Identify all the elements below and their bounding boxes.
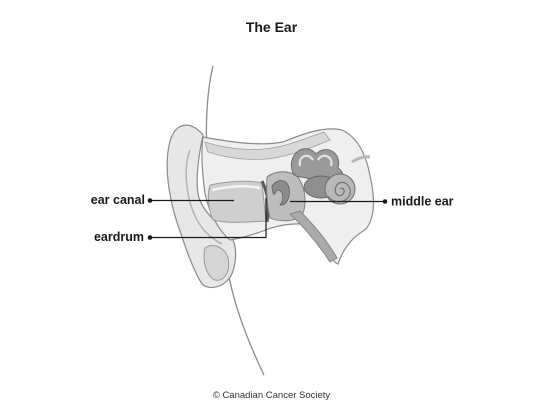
temporal-bone xyxy=(204,131,331,160)
eardrum-leader xyxy=(150,198,267,239)
eustachian-tube xyxy=(289,210,338,263)
middle-ear-dot xyxy=(382,199,388,204)
middle-ear-label: middle ear xyxy=(391,195,454,209)
canal-highlight xyxy=(211,185,261,192)
earlobe xyxy=(203,245,230,281)
middle-ear-callout: middle ear xyxy=(290,195,454,209)
pinna-inner-fold xyxy=(185,149,223,245)
ear-illustration xyxy=(166,65,375,376)
copyright-credit: © Canadian Cancer Society xyxy=(213,390,331,401)
eardrum-callout: eardrum xyxy=(94,198,267,244)
eardrum-label: eardrum xyxy=(94,230,144,244)
auditory-nerve xyxy=(351,155,371,164)
diagram-title: The Ear xyxy=(246,19,298,35)
ossicles xyxy=(271,180,290,206)
ear-canal-passage xyxy=(207,180,267,223)
ear-canal-label: ear canal xyxy=(91,193,145,207)
cochlea-spiral xyxy=(327,181,351,203)
ear-canal-callout: ear canal xyxy=(91,193,234,207)
canal-loops xyxy=(298,154,333,167)
